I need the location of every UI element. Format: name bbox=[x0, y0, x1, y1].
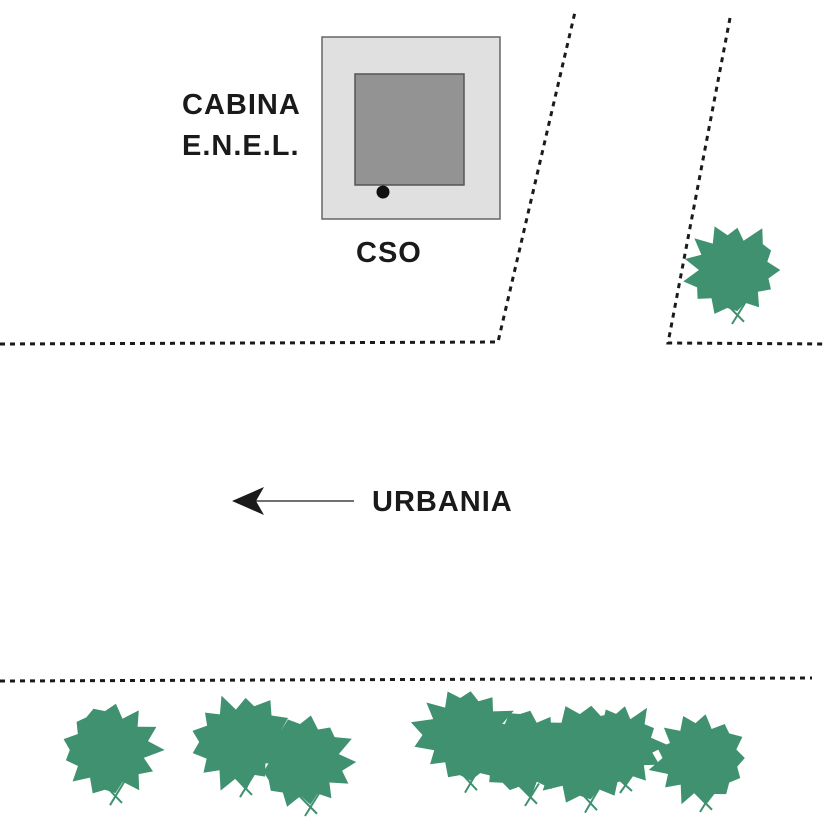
shrub-stem-icon bbox=[456, 767, 480, 794]
arrow-left-icon bbox=[232, 487, 264, 515]
shrub-icon bbox=[192, 695, 289, 791]
shrub-stem-icon bbox=[576, 787, 600, 814]
shrub-icon bbox=[683, 226, 781, 314]
cabina-label-line1: CABINA bbox=[182, 89, 301, 121]
shrub-icon bbox=[475, 710, 570, 798]
cabin-inner bbox=[354, 73, 465, 186]
shrub-icon bbox=[576, 706, 668, 787]
shrub-stem-icon bbox=[611, 772, 635, 794]
shrub-stem-icon bbox=[723, 300, 747, 325]
shrub-stem-icon bbox=[516, 782, 540, 807]
shrub-icon bbox=[63, 703, 165, 794]
shrub-stem-icon bbox=[231, 773, 255, 798]
shrub-stem-icon bbox=[296, 792, 320, 817]
boundary-left-plot bbox=[0, 11, 577, 346]
shrub-stem-icon bbox=[101, 781, 125, 806]
cso-point-marker bbox=[376, 185, 390, 199]
shrub-stem-icon bbox=[691, 788, 715, 813]
urbania-label: URBANIA bbox=[372, 486, 513, 518]
boundary-right-plot bbox=[666, 17, 827, 346]
boundary-road-south bbox=[0, 676, 813, 683]
shrub-icon bbox=[648, 714, 745, 805]
shrub-icon bbox=[257, 715, 357, 807]
cabina-label-line2: E.N.E.L. bbox=[182, 130, 300, 162]
cso-label: CSO bbox=[356, 237, 422, 269]
